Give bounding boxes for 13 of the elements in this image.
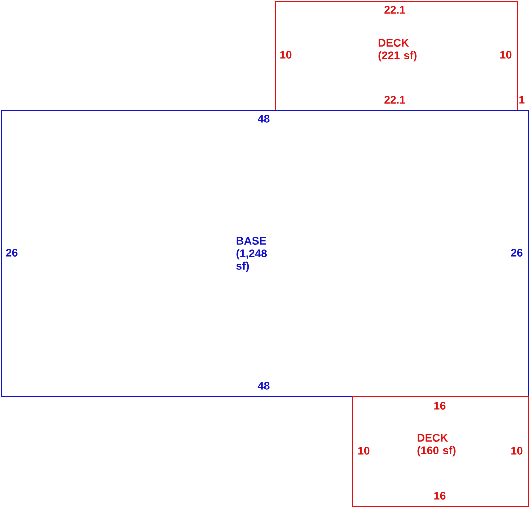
dimension-label: 22.1 [384,96,406,104]
dimension-label: 48 [258,115,270,123]
dimension-label: 26 [511,249,523,257]
dimension-label: 10 [358,447,370,455]
dimension-label: 22.1 [384,6,406,14]
dimension-label: 10 [280,51,292,59]
dimension-label: 16 [434,492,446,500]
dimension-label: 16 [434,402,446,410]
dimension-label: 48 [258,382,270,390]
dimension-label: 26 [6,249,18,257]
dimension-label: 1 [520,96,525,104]
dimension-label: 10 [500,51,512,59]
dimension-label: 10 [512,447,523,455]
